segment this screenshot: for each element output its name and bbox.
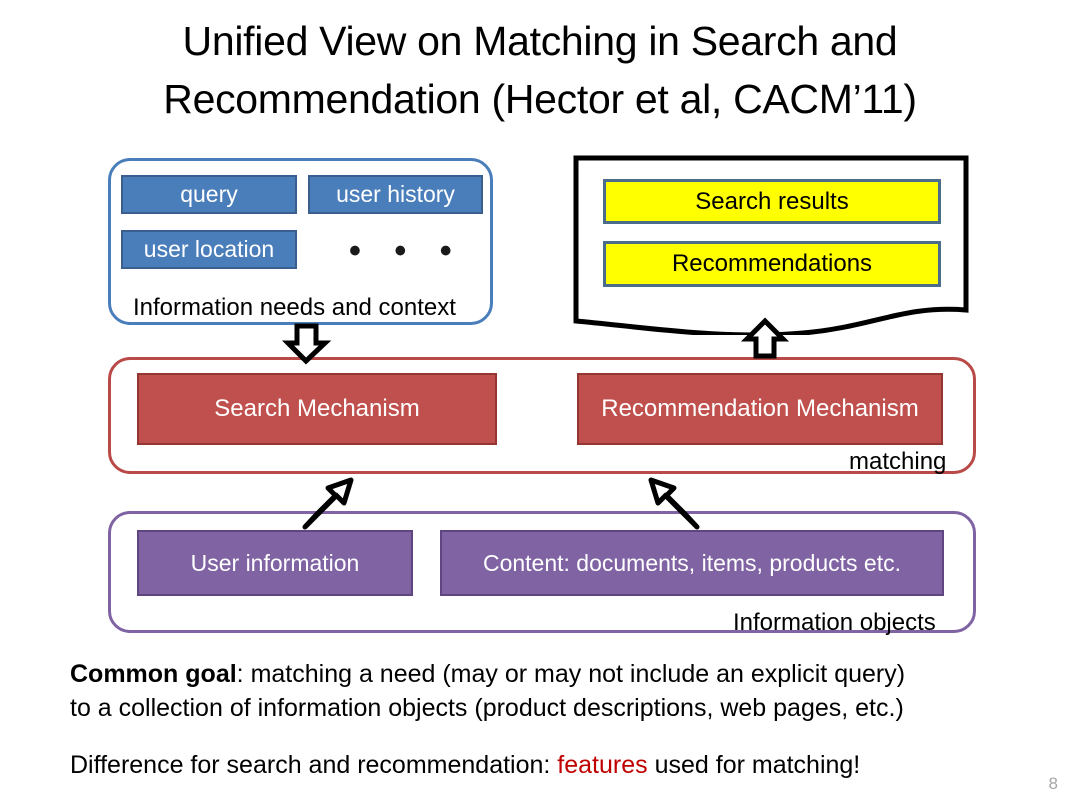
common-goal-paragraph: Common goal: matching a need (may or may… xyxy=(70,657,1020,726)
chip-query-label: query xyxy=(180,181,238,207)
chip-content-objects-label: Content: documents, items, products etc. xyxy=(482,549,902,576)
chip-search-results-label: Search results xyxy=(695,187,849,215)
slide-page-number: 8 xyxy=(1048,774,1058,793)
chip-user-location[interactable]: user location xyxy=(121,230,297,269)
title-line-1: Unified View on Matching in Search and xyxy=(182,18,898,64)
matching-caption-label: matching xyxy=(849,448,947,475)
chip-user-history[interactable]: user history xyxy=(308,175,483,214)
ellipsis-more-items: • • • xyxy=(349,232,464,270)
common-goal-line1-rest: : matching a need (may or may not includ… xyxy=(236,660,906,688)
page-title: Unified View on Matching in Search and R… xyxy=(40,12,1040,128)
chip-search-mechanism-label: Search Mechanism xyxy=(214,395,420,422)
chip-recommendations[interactable]: Recommendations xyxy=(603,241,941,287)
chip-user-location-label: user location xyxy=(143,236,275,262)
chip-content-objects[interactable]: Content: documents, items, products etc. xyxy=(440,530,944,596)
chip-search-results[interactable]: Search results xyxy=(603,179,941,224)
chip-recommendations-label: Recommendations xyxy=(671,250,873,277)
information-needs-caption: Information needs and context xyxy=(133,296,456,320)
chip-recommendation-mechanism-label: Recommendation Mechanism xyxy=(601,395,919,422)
difference-suffix: used for matching! xyxy=(647,751,861,779)
information-objects-caption: Information objects xyxy=(733,611,936,635)
difference-prefix: Difference for search and recommendation… xyxy=(70,751,558,779)
chip-user-history-label: user history xyxy=(336,181,455,207)
common-goal-line2: to a collection of information objects (… xyxy=(70,694,904,723)
difference-paragraph: Difference for search and recommendation… xyxy=(70,748,1030,782)
information-objects-caption-label: Information objects xyxy=(733,609,936,636)
title-line-2: Recommendation (Hector et al, CACM’11) xyxy=(163,76,917,123)
matching-caption: matching xyxy=(849,450,946,474)
chip-recommendation-mechanism[interactable]: Recommendation Mechanism xyxy=(577,373,943,445)
chip-user-information-label: User information xyxy=(190,549,360,576)
needs-to-matching-down-arrow xyxy=(281,323,332,365)
chip-search-mechanism[interactable]: Search Mechanism xyxy=(137,373,497,445)
information-needs-caption-label: Information needs and context xyxy=(133,294,456,321)
common-goal-label: Common goal xyxy=(70,660,237,688)
chip-user-information[interactable]: User information xyxy=(137,530,413,596)
difference-accent-features: features xyxy=(557,751,648,779)
chip-query[interactable]: query xyxy=(121,175,297,214)
